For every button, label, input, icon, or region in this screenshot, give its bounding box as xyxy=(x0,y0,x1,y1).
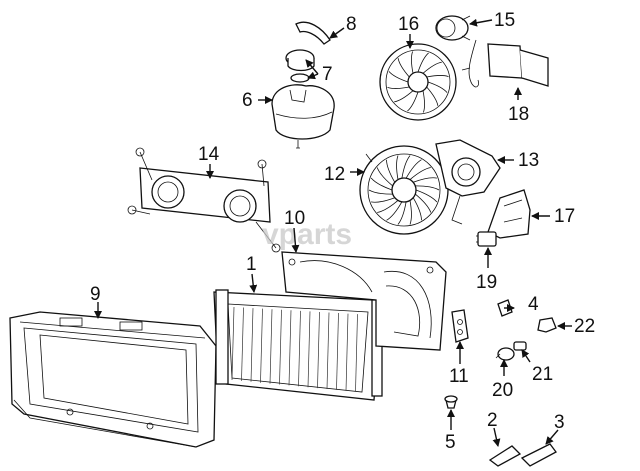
radiator-fin xyxy=(241,307,244,381)
callout-12: 12 xyxy=(324,164,345,185)
radiator-fin xyxy=(231,306,235,381)
radiator-fin xyxy=(269,309,273,384)
plug xyxy=(444,395,458,409)
fan-blade-line xyxy=(426,86,439,106)
callout-21: 21 xyxy=(532,364,553,385)
radiator-fin xyxy=(250,308,254,382)
sensor-20 xyxy=(495,347,515,361)
radiator-fin xyxy=(260,308,263,383)
fan-blades xyxy=(387,51,449,113)
radiator-fin xyxy=(307,311,311,388)
callout-19: 19 xyxy=(476,272,497,293)
fan-blade-line xyxy=(427,81,448,93)
radiator xyxy=(213,289,383,401)
fan-motor xyxy=(435,15,471,41)
clamp-3 xyxy=(520,443,557,467)
switch-bracket xyxy=(451,309,469,343)
callout-13: 13 xyxy=(518,150,539,171)
fan-blade-line xyxy=(415,185,440,191)
fan-blade-line xyxy=(370,177,393,191)
fan-shroud xyxy=(281,251,447,351)
callout-5: 5 xyxy=(445,432,456,453)
fan-blade-line xyxy=(377,200,399,213)
fan-blade-line xyxy=(415,193,432,213)
coolant-reservoir xyxy=(271,84,335,149)
clip xyxy=(295,21,331,45)
fan-bracket xyxy=(127,147,281,253)
fan-blade-line xyxy=(387,86,410,89)
fan-blade-line xyxy=(388,71,409,83)
callout-7: 7 xyxy=(322,64,333,85)
callout-2: 2 xyxy=(487,410,498,431)
fan-blade-line xyxy=(409,200,412,225)
fan-blade-line xyxy=(417,52,429,73)
fan-housing xyxy=(435,139,501,225)
fan-blade-line xyxy=(368,189,393,195)
fan-blade-line xyxy=(422,61,442,74)
radiator-fins xyxy=(231,306,358,392)
callout-15: 15 xyxy=(494,10,515,31)
fan-blade-line xyxy=(409,167,431,180)
radiator-fin xyxy=(317,311,320,389)
bracket xyxy=(487,189,531,239)
fan-blade-line xyxy=(396,155,399,180)
sensor-21 xyxy=(513,341,527,351)
fan-blade-line xyxy=(412,197,422,221)
radiator-fin xyxy=(345,313,349,391)
fan-blade-line xyxy=(415,189,438,203)
callout-9: 9 xyxy=(90,284,101,305)
callout-17: 17 xyxy=(554,206,575,227)
callout-22: 22 xyxy=(574,316,595,337)
callout-1: 1 xyxy=(246,254,257,275)
fan-blade xyxy=(379,43,457,121)
callout-20: 20 xyxy=(492,380,513,401)
callout-16: 16 xyxy=(398,14,419,35)
radiator-fin xyxy=(288,310,292,386)
fan-blade-line xyxy=(405,159,422,179)
fan-blade-line xyxy=(376,167,393,187)
radiator-fin xyxy=(298,310,301,387)
radiator-fin xyxy=(355,314,358,392)
callout-labels: 1 2 3 4 5 6 7 8 9 10 11 12 13 14 15 16 1… xyxy=(90,10,595,453)
radiator-fin xyxy=(336,313,339,390)
fan-blade-line xyxy=(386,201,403,221)
clamp-2 xyxy=(488,445,522,467)
leader-lines xyxy=(94,18,572,447)
callout-14: 14 xyxy=(198,144,220,165)
fan-blade-line xyxy=(397,201,407,225)
callout-11: 11 xyxy=(449,366,469,387)
radiator-fin xyxy=(326,312,330,390)
callout-10: 10 xyxy=(284,208,305,229)
fan-control-unit xyxy=(461,39,549,88)
fan-blade-line xyxy=(394,90,414,103)
fan-blade-line xyxy=(397,58,410,78)
watermark-text: vparts xyxy=(262,218,352,251)
callout-4: 4 xyxy=(528,294,539,315)
fan-blade-line xyxy=(411,51,414,74)
callout-18: 18 xyxy=(508,104,529,125)
fan-blade-line xyxy=(386,159,396,183)
fan-blade-line xyxy=(426,75,449,78)
auxiliary-fan xyxy=(359,145,449,235)
fan-blade-line xyxy=(371,197,395,203)
connector xyxy=(476,231,497,247)
callout-3: 3 xyxy=(554,412,565,433)
callout-8: 8 xyxy=(346,14,357,35)
fan-blade-line xyxy=(401,155,411,179)
sensor-22 xyxy=(537,317,557,333)
fan-blade-line xyxy=(422,90,425,113)
fan-blade-line xyxy=(413,177,437,183)
radiator-fin xyxy=(279,309,282,385)
radiator-support-frame xyxy=(9,311,217,448)
fan-blade-line xyxy=(407,91,419,112)
aux-fan-blades xyxy=(368,155,440,225)
callout-6: 6 xyxy=(242,90,253,111)
